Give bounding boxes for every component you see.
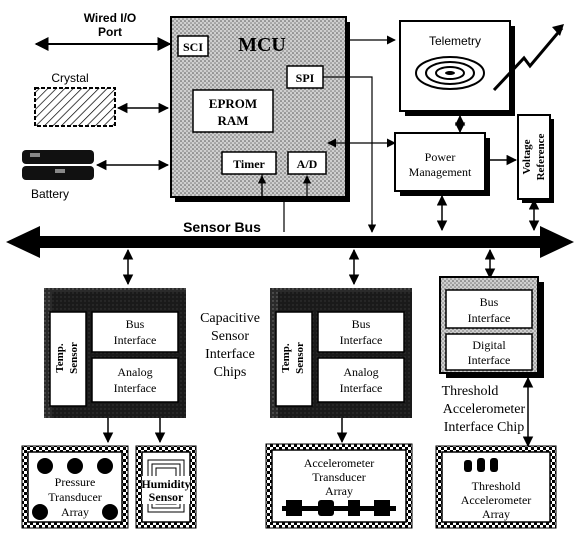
pressure-transducer-array: Pressure Transducer Array: [21, 445, 129, 529]
pressure-label-line3: Array: [61, 505, 89, 519]
temp-sensor-label-line1: Temp.: [280, 343, 292, 372]
voltage-reference-block: Voltage Reference: [517, 114, 554, 232]
sensor-bus-label: Sensor Bus: [183, 219, 261, 235]
threshold-label-line2: Accelerometer: [443, 402, 526, 417]
crystal-block: Crystal: [34, 71, 170, 127]
bus-interface-label-line1: Bus: [126, 317, 145, 331]
pressure-label-line2: Transducer: [48, 490, 102, 504]
voltage-label-line2: Reference: [535, 133, 547, 180]
timer-box: [221, 151, 277, 175]
mcu-block: MCU SCI SPI EPROM RAM Timer A/D: [170, 16, 377, 233]
antenna-signal-icon: [415, 56, 485, 90]
accel-label-line1: Accelerometer: [304, 456, 375, 470]
temp-sensor-label-line1: Temp.: [54, 343, 66, 372]
threshold-array-label-line2: Accelerometer: [461, 493, 532, 507]
power-management-block: Power Management: [394, 132, 518, 232]
capacitive-sensor-interface-chips-label: Capacitive Sensor Interface Chips: [200, 311, 260, 380]
bus-interface-label-line2: Interface: [114, 333, 157, 347]
threshold-accelerometer-interface-chip-label: Threshold Accelerometer Interface Chip: [442, 384, 526, 435]
mcu-title: MCU: [238, 34, 286, 56]
battery-icon: [22, 150, 94, 180]
capacitive-label-line4: Chips: [214, 365, 247, 380]
battery-label: Battery: [31, 187, 69, 201]
threshold-array-label-line1: Threshold: [472, 479, 521, 493]
crystal-label: Crystal: [51, 71, 88, 85]
bus-interface-label-line1: Bus: [352, 317, 371, 331]
bus-interface-label-line2: Interface: [468, 311, 511, 325]
sensor-bus: Sensor Bus: [6, 219, 574, 258]
sci-label: SCI: [183, 40, 203, 54]
lightning-icon: [492, 27, 564, 92]
threshold-label-line1: Threshold: [442, 384, 499, 399]
power-label-line2: Management: [409, 165, 472, 179]
bus-interface-label-line2: Interface: [340, 333, 383, 347]
capacitive-label-line1: Capacitive: [200, 311, 260, 326]
telemetry-label: Telemetry: [429, 34, 481, 48]
capacitive-chip-left: Temp. Sensor Bus Interface Analog Interf…: [44, 288, 186, 418]
bus-interface-label-line1: Bus: [480, 295, 499, 309]
power-label-line1: Power: [425, 150, 456, 164]
analog-interface-label-line2: Interface: [340, 381, 383, 395]
capacitive-chip-middle: Temp. Sensor Bus Interface Analog Interf…: [270, 288, 412, 418]
accel-label-line2: Transducer: [312, 470, 366, 484]
threshold-accelerometer-array: Threshold Accelerometer Array: [435, 445, 557, 529]
digital-interface-label-line1: Digital: [472, 338, 506, 352]
capacitive-label-line3: Interface: [205, 347, 255, 362]
analog-interface-label-line1: Analog: [343, 365, 378, 379]
wired-io-label-line1: Wired I/O: [84, 11, 137, 25]
threshold-array-label-line3: Array: [482, 507, 510, 521]
threshold-label-line3: Interface Chip: [444, 420, 524, 435]
sci-box: [177, 35, 209, 57]
eprom-ram-box: [192, 89, 274, 133]
voltage-label-line1: Voltage: [521, 139, 533, 174]
analog-interface-label-line1: Analog: [117, 365, 152, 379]
ad-box: [287, 151, 327, 175]
eprom-label: EPROM: [209, 96, 257, 111]
ad-label: A/D: [297, 157, 318, 171]
humidity-label-line1: Humidity: [141, 477, 190, 491]
temp-sensor-label-line2: Sensor: [68, 342, 80, 374]
humidity-sensor: Humidity Sensor: [135, 445, 197, 529]
accelerometer-icon: [282, 500, 396, 516]
temp-sensor-label-line2: Sensor: [294, 342, 306, 374]
battery-block: Battery: [22, 150, 170, 201]
capacitive-label-line2: Sensor: [211, 329, 249, 344]
telemetry-block: Telemetry: [399, 20, 564, 134]
wired-io-port: Wired I/O Port: [34, 11, 172, 51]
accelerometer-transducer-array: Accelerometer Transducer Array: [265, 443, 413, 529]
wired-io-label-line2: Port: [98, 25, 122, 39]
spi-label: SPI: [296, 71, 315, 85]
timer-label: Timer: [233, 157, 265, 171]
humidity-label-line2: Sensor: [149, 490, 184, 504]
analog-interface-label-line2: Interface: [114, 381, 157, 395]
accelerometer-icon: [464, 458, 498, 472]
crystal-icon: [34, 87, 116, 127]
threshold-interface-chip: Bus Interface Digital Interface: [439, 276, 544, 378]
digital-interface-label-line2: Interface: [468, 353, 511, 367]
ram-label: RAM: [217, 113, 248, 128]
accel-label-line3: Array: [325, 484, 353, 498]
pressure-label-line1: Pressure: [55, 475, 96, 489]
